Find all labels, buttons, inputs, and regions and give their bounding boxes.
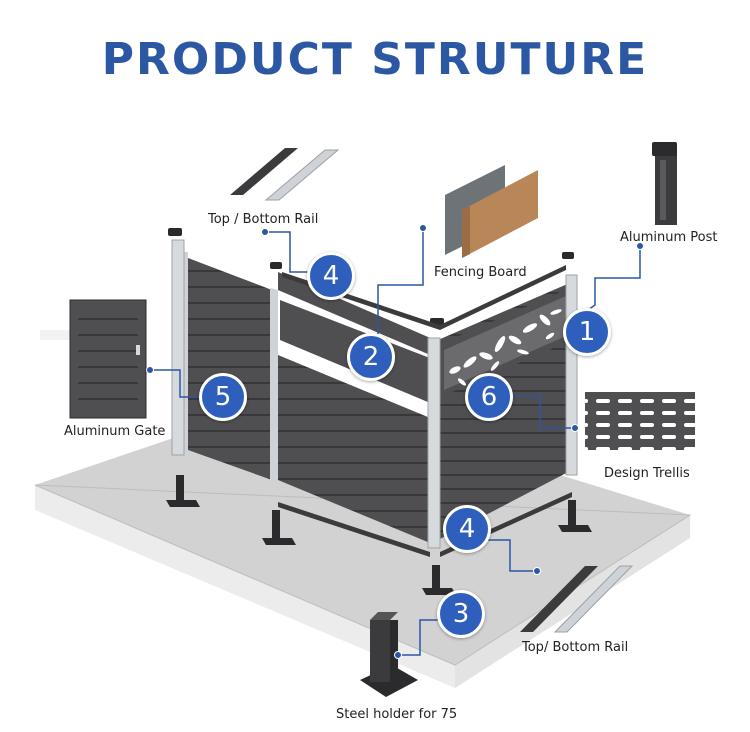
fencing-board-inset bbox=[445, 165, 538, 258]
fencing-board-label: Fencing Board bbox=[434, 265, 527, 280]
top-rail-inset bbox=[230, 148, 340, 201]
badge-1-aluminum-post: 1 bbox=[563, 308, 611, 356]
steel-holder-label: Steel holder for 75 bbox=[336, 707, 458, 722]
leader-dots bbox=[146, 224, 644, 659]
aluminum-posts bbox=[168, 228, 578, 549]
badge-3-steel-holder: 3 bbox=[437, 590, 485, 638]
aluminum-gate-inset bbox=[69, 299, 147, 419]
top-rail-bottom-label: Top/ Bottom Rail bbox=[522, 640, 629, 655]
page-title: PRODUCT STRUTURE bbox=[101, 34, 649, 85]
aluminum-post-inset bbox=[652, 142, 677, 225]
aluminum-post-label: Aluminum Post bbox=[620, 230, 718, 245]
badge-4-bottom-rail: 4 bbox=[443, 505, 491, 553]
badge-6-design-trellis: 6 bbox=[465, 373, 513, 421]
aluminum-gate-label: Aluminum Gate bbox=[64, 424, 166, 439]
design-trellis-label: Design Trellis bbox=[604, 466, 690, 481]
design-trellis-inset bbox=[585, 392, 695, 450]
steel-holder-feet bbox=[166, 475, 592, 595]
top-rail-label: Top / Bottom Rail bbox=[208, 212, 319, 227]
steel-holder-inset bbox=[360, 612, 418, 697]
badge-2-fencing-board: 2 bbox=[347, 333, 395, 381]
badge-4-top-rail: 4 bbox=[307, 252, 355, 300]
gate-panel bbox=[180, 252, 278, 485]
top-rail-inset-bottom bbox=[520, 565, 634, 633]
badge-5-aluminum-gate: 5 bbox=[199, 373, 247, 421]
